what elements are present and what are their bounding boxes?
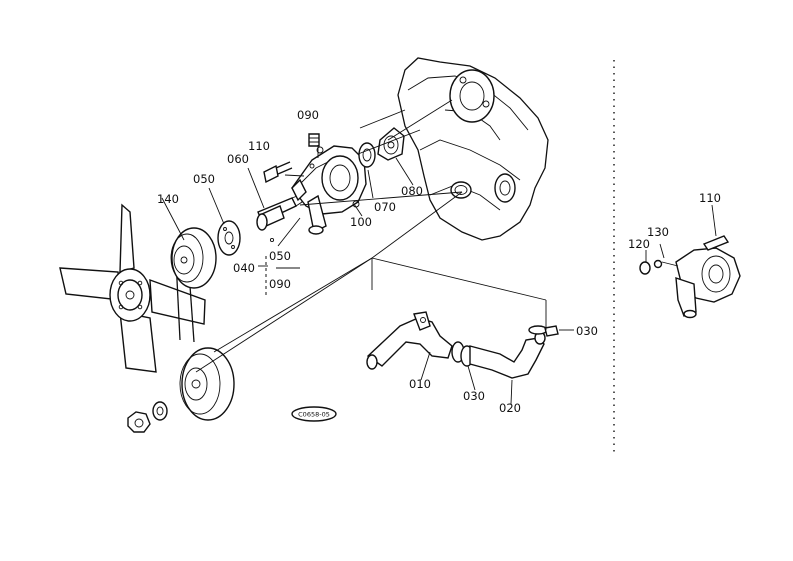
label-140: 140 (157, 192, 179, 206)
bolt-110 (263, 161, 293, 184)
label-090-b: 090 (269, 277, 291, 291)
label-110: 110 (248, 139, 270, 153)
label-050-b: 050 (269, 249, 291, 263)
clamp-030-right (528, 325, 559, 337)
part-labels: 090 110 060 050 140 080 070 100 040 050 … (157, 108, 721, 415)
label-030-bottom: 030 (463, 389, 485, 403)
label-010: 010 (409, 377, 431, 391)
label-inset-120: 120 (628, 237, 650, 251)
label-080: 080 (401, 184, 423, 198)
label-inset-130: 130 (647, 225, 669, 239)
water-pump-body (291, 145, 367, 235)
label-100: 100 (350, 215, 372, 229)
label-inset-110: 110 (699, 191, 721, 205)
gasket-070 (358, 142, 376, 168)
impeller-080 (377, 127, 405, 161)
flange (217, 220, 241, 256)
label-090-top: 090 (297, 108, 319, 122)
label-050: 050 (193, 172, 215, 186)
leader-lines (161, 99, 574, 405)
label-060: 060 (227, 152, 249, 166)
engine-block (397, 57, 549, 241)
figure-code: C0658-05 (298, 411, 330, 419)
fan-pulley (170, 227, 217, 289)
figure-code-badge: C0658-05 (291, 406, 337, 422)
label-040: 040 (233, 261, 255, 275)
label-020: 020 (499, 401, 521, 415)
crankshaft-pulley (179, 347, 235, 421)
fan (59, 203, 206, 373)
plug-090 (308, 133, 320, 147)
inset-water-pump (639, 204, 741, 319)
label-030-right: 030 (576, 324, 598, 338)
pipe-010 (366, 311, 453, 370)
label-070: 070 (374, 200, 396, 214)
hose-020 (469, 331, 546, 379)
nut-and-washer (127, 401, 168, 433)
